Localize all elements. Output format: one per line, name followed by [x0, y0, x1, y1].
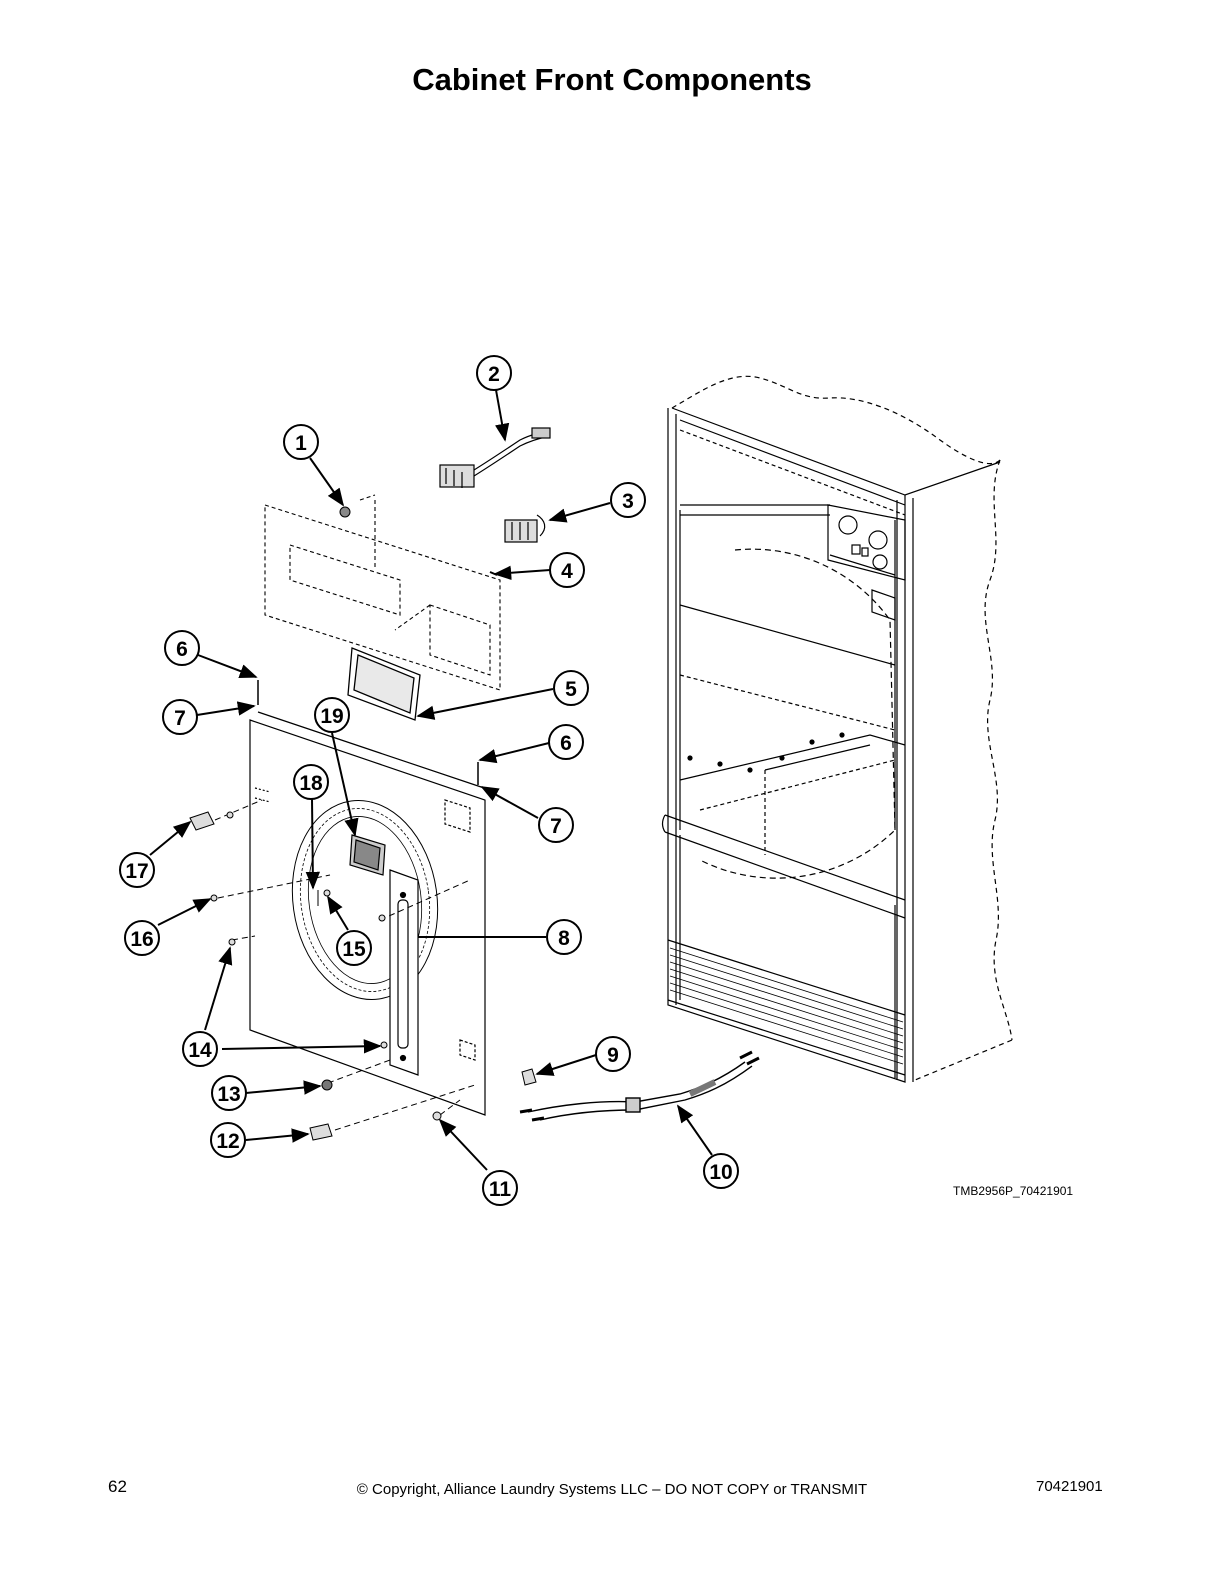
callout-3 — [610, 482, 646, 518]
callout-label: 9 — [607, 1044, 619, 1067]
callout-10 — [703, 1153, 739, 1189]
callout-label: 6 — [560, 732, 572, 755]
callout-label: 6 — [176, 638, 188, 661]
callout-6b — [548, 724, 584, 760]
callout-label: 18 — [299, 772, 323, 795]
callout-15 — [336, 930, 372, 966]
callout-14 — [182, 1031, 218, 1067]
callout-11 — [482, 1170, 518, 1206]
callout-7a — [162, 699, 198, 735]
callout-label: 17 — [125, 860, 148, 883]
callouts — [119, 355, 739, 1206]
small-hardware — [189, 811, 537, 1141]
callout-16 — [124, 920, 160, 956]
page-number: 62 — [108, 1477, 127, 1496]
callout-4 — [549, 552, 585, 588]
door-handle-bracket — [389, 869, 419, 1076]
callout-5 — [553, 670, 589, 706]
callout-label: 15 — [342, 938, 366, 961]
callout-6a — [164, 630, 200, 666]
wire-harness-part-2 — [439, 427, 551, 488]
callout-19 — [314, 697, 350, 733]
screw-part-1 — [339, 506, 351, 518]
display-bezel — [347, 647, 421, 721]
front-panel — [249, 711, 491, 1116]
callout-9 — [595, 1036, 631, 1072]
document-number: 70421901 — [1036, 1478, 1103, 1495]
callout-label: 14 — [188, 1039, 212, 1062]
callout-label: 12 — [216, 1130, 239, 1153]
page-title: Cabinet Front Components — [412, 62, 812, 97]
copyright-notice: © Copyright, Alliance Laundry Systems LL… — [356, 1481, 868, 1498]
leader-lines — [149, 389, 713, 1171]
callout-label: 1 — [295, 432, 307, 455]
callout-13 — [211, 1075, 247, 1111]
callout-label: 13 — [217, 1083, 240, 1106]
drawing-id: TMB2956P_70421901 — [953, 1184, 1074, 1198]
wire-harness-part-10 — [519, 1050, 760, 1122]
callout-7b — [538, 807, 574, 843]
connector-part-3 — [504, 514, 546, 543]
control-panel-assembly — [264, 494, 501, 691]
callout-label: 16 — [130, 928, 153, 951]
dryer-cabinet — [661, 375, 1013, 1083]
callout-17 — [119, 852, 155, 888]
callout-label: 3 — [622, 490, 634, 513]
callout-label: 19 — [320, 705, 343, 728]
callout-label: 5 — [565, 678, 577, 701]
callout-label: 7 — [174, 707, 186, 730]
display-window — [349, 834, 386, 876]
callout-18 — [293, 764, 329, 800]
callout-1 — [283, 424, 319, 460]
callout-labels: 1 2 3 4 5 6 7 19 6 7 18 17 16 15 8 14 9 … — [125, 363, 732, 1201]
callout-label: 4 — [561, 560, 573, 583]
panel-pins — [257, 680, 479, 785]
callout-label: 11 — [489, 1178, 512, 1201]
callout-label: 8 — [558, 927, 570, 950]
callout-label: 10 — [709, 1161, 732, 1184]
assembly-lines — [214, 799, 476, 1131]
callout-8 — [546, 919, 582, 955]
callout-label: 2 — [488, 363, 500, 386]
callout-2 — [476, 355, 512, 391]
callout-12 — [210, 1122, 246, 1158]
callout-label: 7 — [550, 815, 562, 838]
